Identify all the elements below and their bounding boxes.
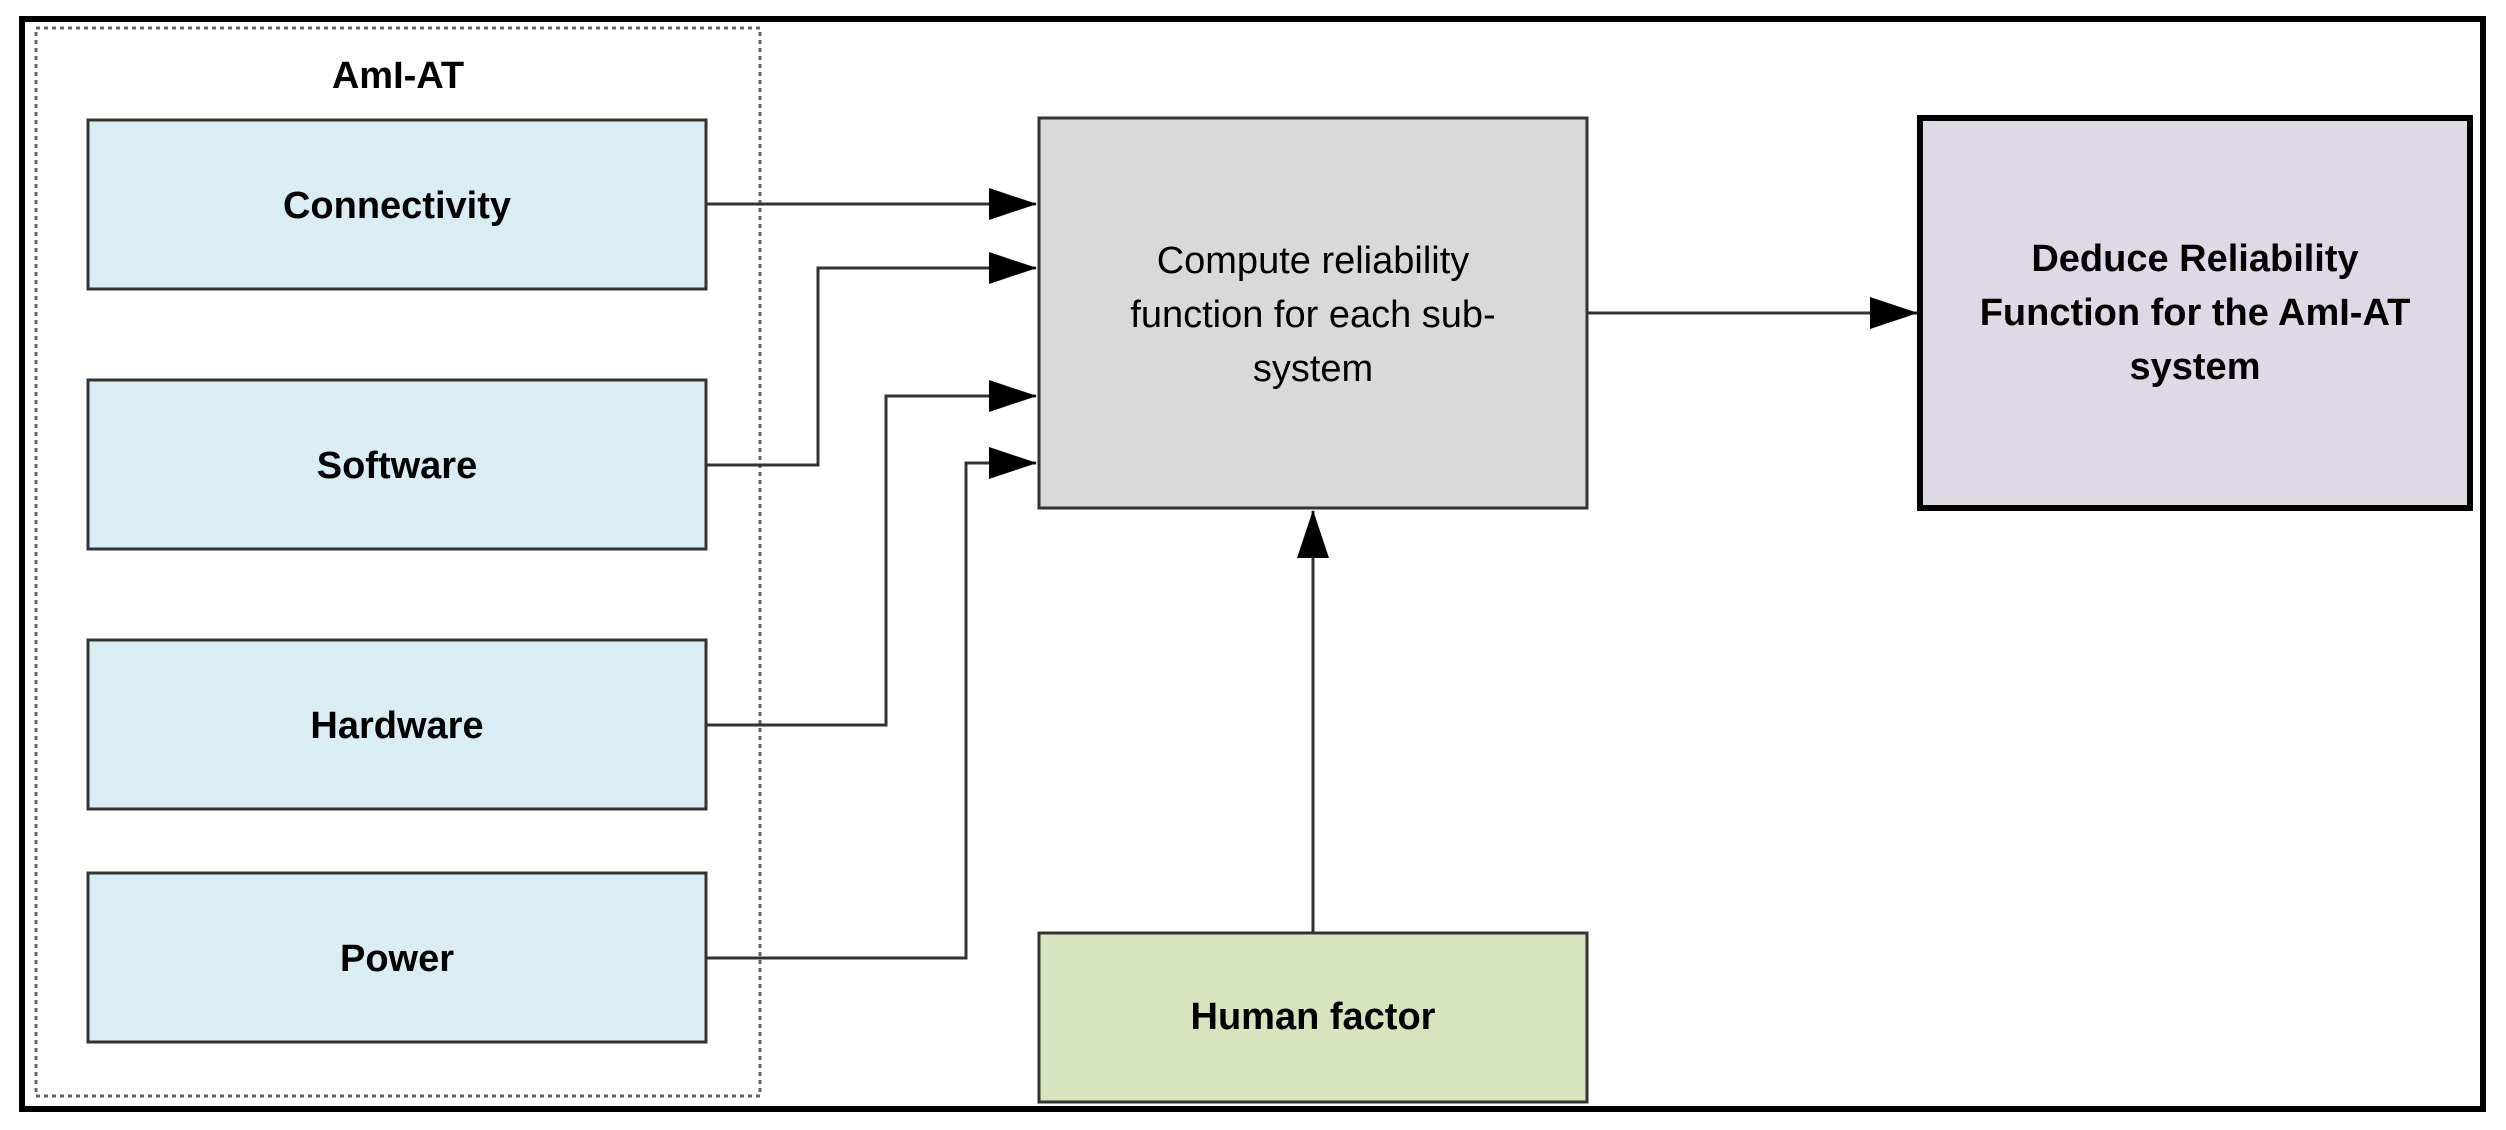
deduce-box xyxy=(1917,115,2473,511)
subsystem-label: Software xyxy=(317,445,477,487)
human-factor-box: Human factor xyxy=(1037,931,1589,1104)
ami-at-group-border xyxy=(34,26,762,1098)
subsystem-software: Software xyxy=(86,378,708,551)
subsystem-connectivity: Connectivity xyxy=(86,118,708,291)
subsystem-box xyxy=(86,871,708,1044)
outer-frame xyxy=(19,16,2486,1112)
deduce-line-2: Function for the AmI-AT xyxy=(1980,292,2411,334)
compute-line-2: function for each sub- xyxy=(1130,294,1495,336)
deduce-reliability-box: Deduce Reliability Function for the AmI-… xyxy=(1917,115,2473,511)
subsystem-label: Hardware xyxy=(310,705,483,747)
compute-line-1: Compute reliability xyxy=(1157,240,1470,282)
ami-at-group-title: AmI-AT xyxy=(332,55,464,97)
subsystem-label: Power xyxy=(340,938,454,980)
subsystem-hardware: Hardware xyxy=(86,638,708,811)
human-box xyxy=(1037,931,1589,1104)
compute-line-3: system xyxy=(1253,348,1373,390)
connector-power xyxy=(706,447,1037,960)
subsystem-box xyxy=(86,118,708,291)
compute-reliability-box: Compute reliability function for each su… xyxy=(1037,116,1589,510)
subsystem-label: Connectivity xyxy=(283,185,511,227)
deduce-line-1: Deduce Reliability xyxy=(2031,238,2358,280)
deduce-line-3: system xyxy=(2130,346,2261,388)
human-factor-label: Human factor xyxy=(1191,996,1436,1038)
connector-software xyxy=(706,252,1037,467)
subsystem-box xyxy=(86,378,708,551)
connector-hardware xyxy=(706,380,1037,727)
subsystem-power: Power xyxy=(86,871,708,1044)
subsystem-box xyxy=(86,638,708,811)
